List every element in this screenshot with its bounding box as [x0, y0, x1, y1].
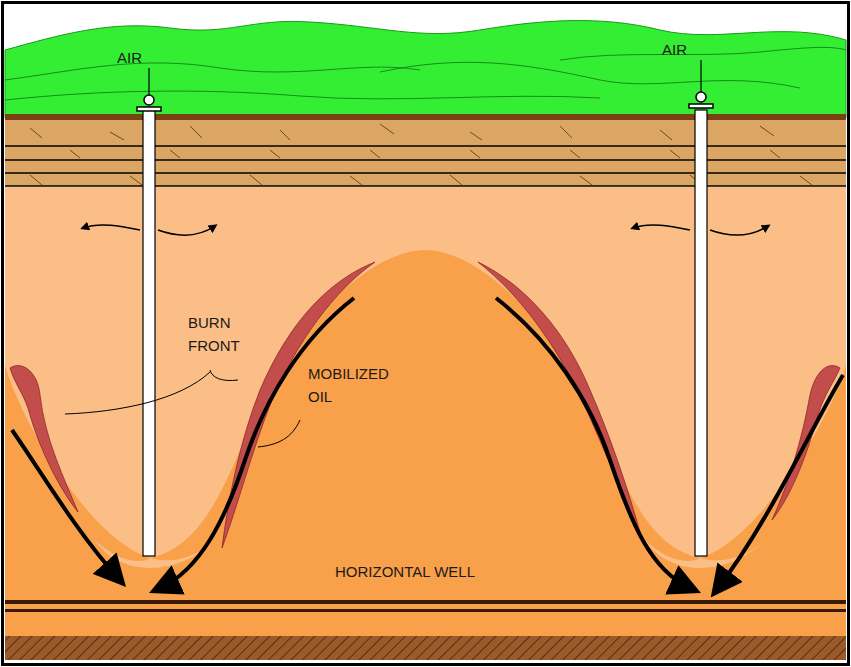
- air-label: AIR: [662, 38, 722, 61]
- burn-front-label: BURN FRONT: [188, 311, 252, 357]
- air-label: AIR: [117, 46, 177, 69]
- horizontal-well-label: HORIZONTAL WELL: [335, 560, 515, 583]
- mobilized-oil-label: MOBILIZED OIL: [308, 362, 408, 408]
